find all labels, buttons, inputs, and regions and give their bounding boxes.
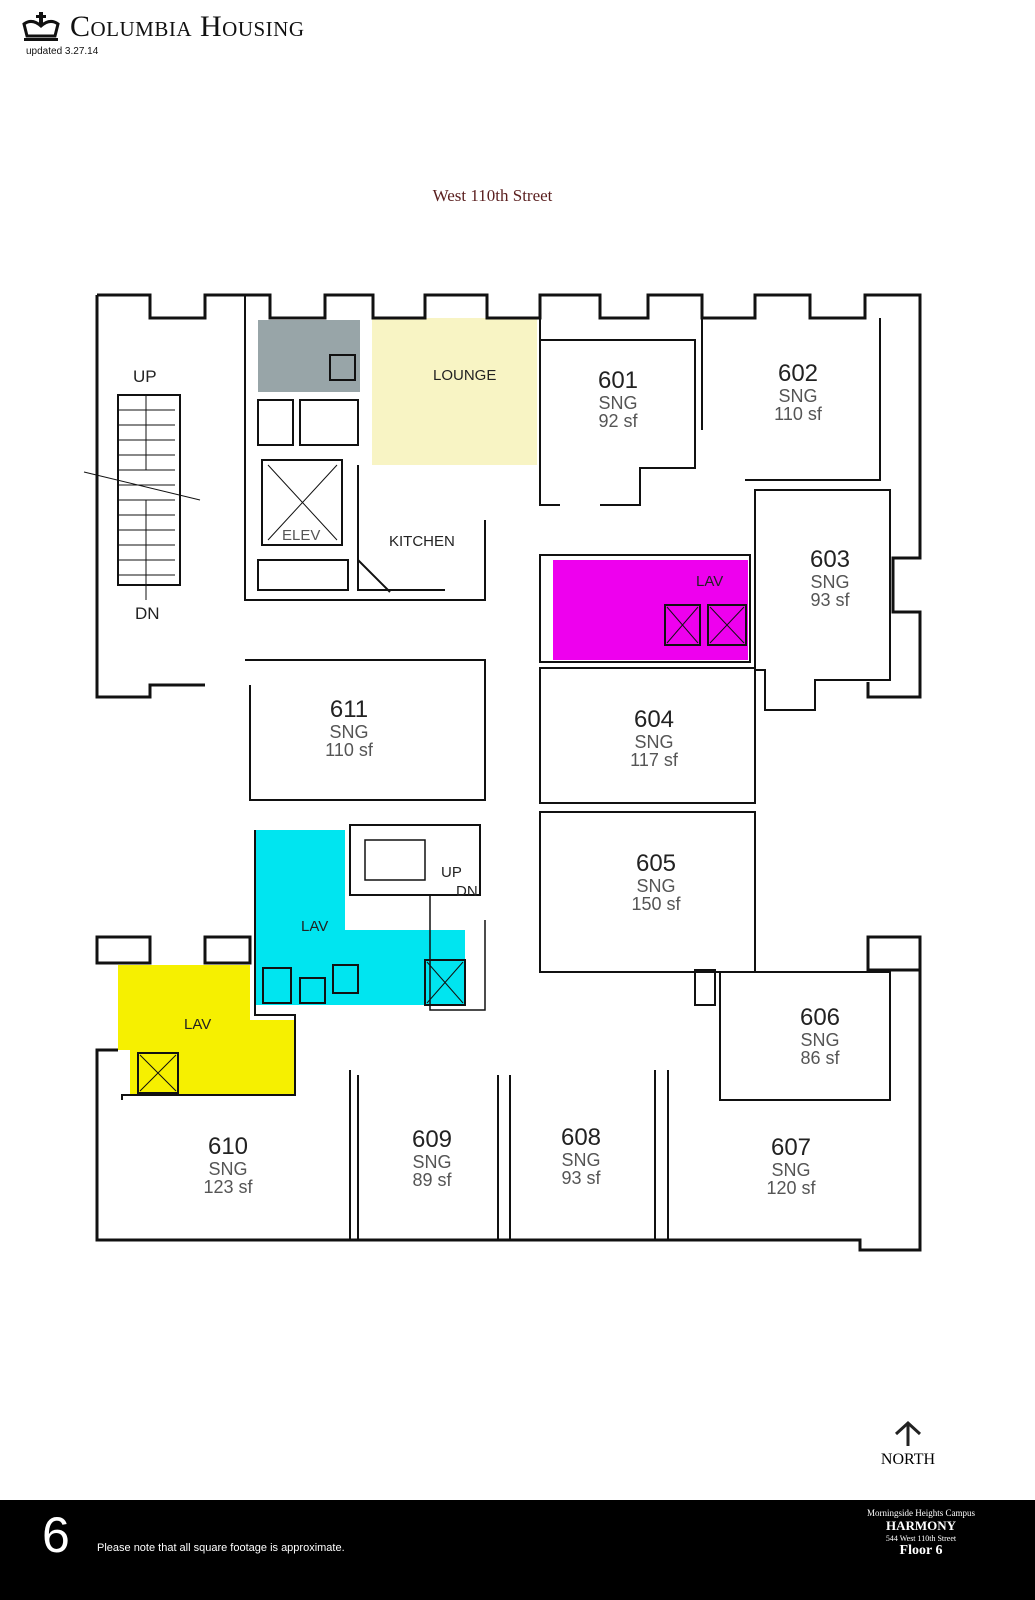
- lav-yellow-area: [118, 965, 295, 1095]
- stair2-up-label: UP: [441, 864, 462, 881]
- outer-walls: [95, 293, 922, 1252]
- room-type: SNG: [636, 876, 676, 896]
- building-info: Morningside Heights Campus HARMONY 544 W…: [867, 1508, 975, 1559]
- room-sf: 150 sf: [631, 894, 681, 914]
- room-number: 610: [207, 1133, 249, 1160]
- room-number: 611: [329, 696, 369, 723]
- room-sf: 92 sf: [598, 411, 638, 431]
- room-number: 602: [777, 360, 819, 387]
- room-type: SNG: [771, 1160, 811, 1180]
- elevator-label: ELEV: [282, 527, 321, 544]
- floor-plan: [83, 293, 922, 1252]
- room-number: 604: [633, 706, 675, 733]
- building-address: 544 West 110th Street: [885, 1534, 957, 1543]
- stair-dn-label: DN: [135, 604, 160, 623]
- street-label: West 110th Street: [432, 186, 553, 205]
- stair-up-label: UP: [133, 367, 157, 386]
- lounge-label: LOUNGE: [433, 367, 497, 384]
- updated-date: updated 3.27.14: [26, 46, 99, 57]
- crown-icon: [22, 12, 60, 41]
- room-sf: 123 sf: [203, 1177, 253, 1197]
- room-number: 606: [799, 1004, 841, 1031]
- columbia-housing-logo: Columbia Housing: [22, 10, 305, 44]
- campus-name: Morningside Heights Campus: [867, 1508, 975, 1518]
- room-number: 603: [809, 546, 851, 573]
- room-sf: 120 sf: [766, 1178, 816, 1198]
- floor-number: 6: [42, 1507, 70, 1563]
- room-type: SNG: [208, 1159, 248, 1179]
- room-number: 609: [411, 1126, 453, 1153]
- room-sf: 89 sf: [412, 1170, 452, 1190]
- room-type: SNG: [778, 386, 818, 406]
- room-sf: 93 sf: [561, 1168, 601, 1188]
- lounge-area: [372, 318, 537, 465]
- footer-bar: 6 Please note that all square footage is…: [0, 1500, 1035, 1600]
- north-arrow-icon: [894, 1420, 922, 1446]
- room-number: 607: [770, 1134, 812, 1161]
- north-indicator: NORTH: [878, 1420, 938, 1469]
- stair2-dn-label: DN: [456, 883, 478, 900]
- room-number: 608: [560, 1124, 602, 1151]
- room-sf: 86 sf: [800, 1048, 840, 1068]
- room-type: SNG: [810, 572, 850, 592]
- lav-magenta-label: LAV: [696, 573, 724, 590]
- room-type: SNG: [412, 1152, 452, 1172]
- room-number: 601: [597, 367, 639, 394]
- kitchen-label: KITCHEN: [389, 533, 455, 550]
- room-type: SNG: [800, 1030, 840, 1050]
- room-sf: 110 sf: [325, 740, 373, 760]
- room-number: 605: [635, 850, 677, 877]
- elevator: [261, 459, 343, 546]
- room-sf: 110 sf: [774, 404, 822, 424]
- lav-cyan-label: LAV: [301, 918, 329, 935]
- lav-cyan-area: [255, 830, 465, 1005]
- footage-note: Please note that all square footage is a…: [97, 1542, 345, 1554]
- room-type: SNG: [329, 722, 369, 742]
- lav-magenta-area: [553, 560, 748, 660]
- north-label: NORTH: [880, 1451, 936, 1468]
- room-sf: 93 sf: [810, 590, 850, 610]
- brand-name: Columbia Housing: [70, 10, 305, 43]
- room-type: SNG: [634, 732, 674, 752]
- room-type: SNG: [598, 393, 638, 413]
- building-name: HARMONY: [885, 1518, 957, 1533]
- room-type: SNG: [561, 1150, 601, 1170]
- lav-yellow-label: LAV: [184, 1016, 212, 1033]
- stair-west: [83, 394, 201, 600]
- floor-label: Floor 6: [899, 1543, 943, 1558]
- room-sf: 117 sf: [630, 750, 678, 770]
